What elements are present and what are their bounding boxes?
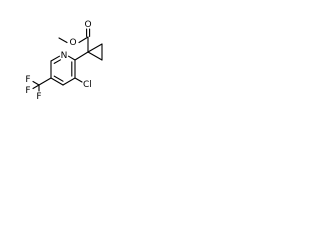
atom-ester-o: O [69, 38, 76, 48]
atom-fluorine-2: F [36, 92, 41, 102]
bond-cquat-c2 [74, 51, 89, 61]
bond-c3-cl [74, 77, 83, 83]
bond-cyclopropane-3 [87, 51, 103, 61]
bond-o-carbonyl [78, 36, 89, 44]
chemical-structure: O O N Cl F F F [25, 20, 103, 102]
bond-c5-c4-double [53, 75, 64, 82]
bond-c4-c3 [62, 77, 76, 86]
bond-cf3-f3 [32, 84, 40, 90]
atom-chlorine: Cl [83, 80, 92, 90]
atom-fluorine-3: F [25, 86, 30, 96]
atom-carbonyl-o: O [84, 20, 91, 30]
bond-n1-c6-double [53, 59, 62, 64]
atom-ring-n: N [61, 51, 68, 61]
bond-c5-cf3 [38, 77, 52, 86]
bond-c5-c4 [50, 77, 64, 86]
bond-methyl-o [58, 37, 68, 44]
bond-cyclopropane-1 [87, 43, 103, 53]
bond-c2-n1 [67, 55, 76, 61]
bond-n1-c6 [50, 55, 61, 62]
bond-cf3-f1 [32, 80, 40, 86]
atom-fluorine-1: F [25, 75, 30, 85]
